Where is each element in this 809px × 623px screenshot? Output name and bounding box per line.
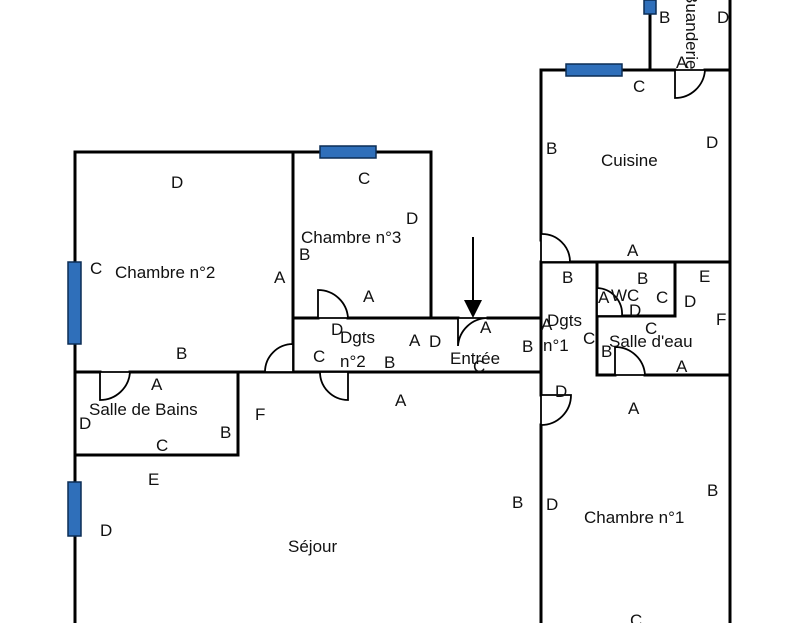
room-dgts2-line1: Dgts [340,328,375,347]
wall-letter: A [409,331,421,350]
room-dgts2-line2: n°2 [340,352,366,371]
room-entree: Entrée [450,349,500,368]
room-salle-bains: Salle de Bains [89,400,198,419]
wall-letter: B [637,269,648,288]
window-ch2 [67,261,82,345]
wall-letter: A [395,391,407,410]
wall-letter: E [148,470,159,489]
wall-letter: C [156,436,168,455]
window-sejour [67,481,82,537]
wall-letter: B [562,268,573,287]
wall-letter: D [684,292,696,311]
wall-letter: B [176,344,187,363]
wall-letter: C [90,259,102,278]
doors [99,69,706,426]
door-ch1 [540,394,572,426]
wall-letter: C [630,611,642,623]
wall-letter: D [429,332,441,351]
wall-letter: A [627,241,639,260]
room-wc: WC [611,286,639,305]
room-cuisine: Cuisine [601,151,658,170]
wall-letter: B [601,342,612,361]
wall-letter: A [598,288,610,307]
window-buanderie [643,0,657,15]
wall-letter: D [717,8,729,27]
wall-letters: B D A C B D A C D B A D C A B D C B A A … [79,8,729,623]
windows [67,0,657,537]
room-buanderie: Buanderie [682,0,701,70]
door-salle-eau [614,346,646,376]
wall-letter: C [473,357,485,376]
room-chambre1: Chambre n°1 [584,508,684,527]
door-sdb [99,371,131,401]
window-kitchen [565,63,623,77]
wall-letter: F [255,405,265,424]
wall-letter: D [171,173,183,192]
wall-letter: A [363,287,375,306]
wall-letter: D [555,382,567,401]
wall-letter: B [546,139,557,158]
wall-letter: A [541,315,553,334]
wall-letter: B [299,245,310,264]
room-sejour: Séjour [288,537,337,556]
room-dgts1-line2: n°1 [543,336,569,355]
wall-letter: D [331,320,343,339]
wall-letter: B [707,481,718,500]
wall-letter: A [676,53,688,72]
wall-letter: A [480,318,492,337]
wall-letter: B [384,353,395,372]
room-dgts1-line1: Dgts [547,311,582,330]
wall-letter: A [676,357,688,376]
room-salle-eau: Salle d'eau [609,332,693,351]
wall-letter: A [151,375,163,394]
door-ch2 [264,343,294,373]
wall-letter: B [522,337,533,356]
entrance-arrow-icon [464,237,482,318]
room-chambre2: Chambre n°2 [115,263,215,282]
wall-letter: D [629,301,641,320]
wall-letter: C [583,329,595,348]
door-wc [596,287,623,317]
door-entree [457,317,489,347]
wall-letter: A [274,268,286,287]
wall-letter: D [79,414,91,433]
wall-letter: C [633,77,645,96]
wall-letter: C [313,347,325,366]
wall-letter: D [546,495,558,514]
wall-letter: A [628,399,640,418]
door-kitchen [540,233,571,263]
wall-letter: B [659,8,670,27]
wall-letter: B [512,493,523,512]
wall-letter: D [406,209,418,228]
room-labels: Cuisine Buanderie Chambre n°2 Chambre n°… [89,0,701,556]
door-ch3 [317,289,349,319]
wall-letter: C [645,319,657,338]
door-buanderie [674,69,706,99]
window-ch3 [319,145,377,159]
wall-letter: C [358,169,370,188]
wall-letter: F [716,310,726,329]
room-chambre3: Chambre n°3 [301,228,401,247]
door-sejour-corridor [319,371,349,401]
wall-letter: B [220,423,231,442]
wall-letter: E [699,267,710,286]
wall-letter: D [706,133,718,152]
wall-letter: C [656,288,668,307]
wall-letter: D [100,521,112,540]
